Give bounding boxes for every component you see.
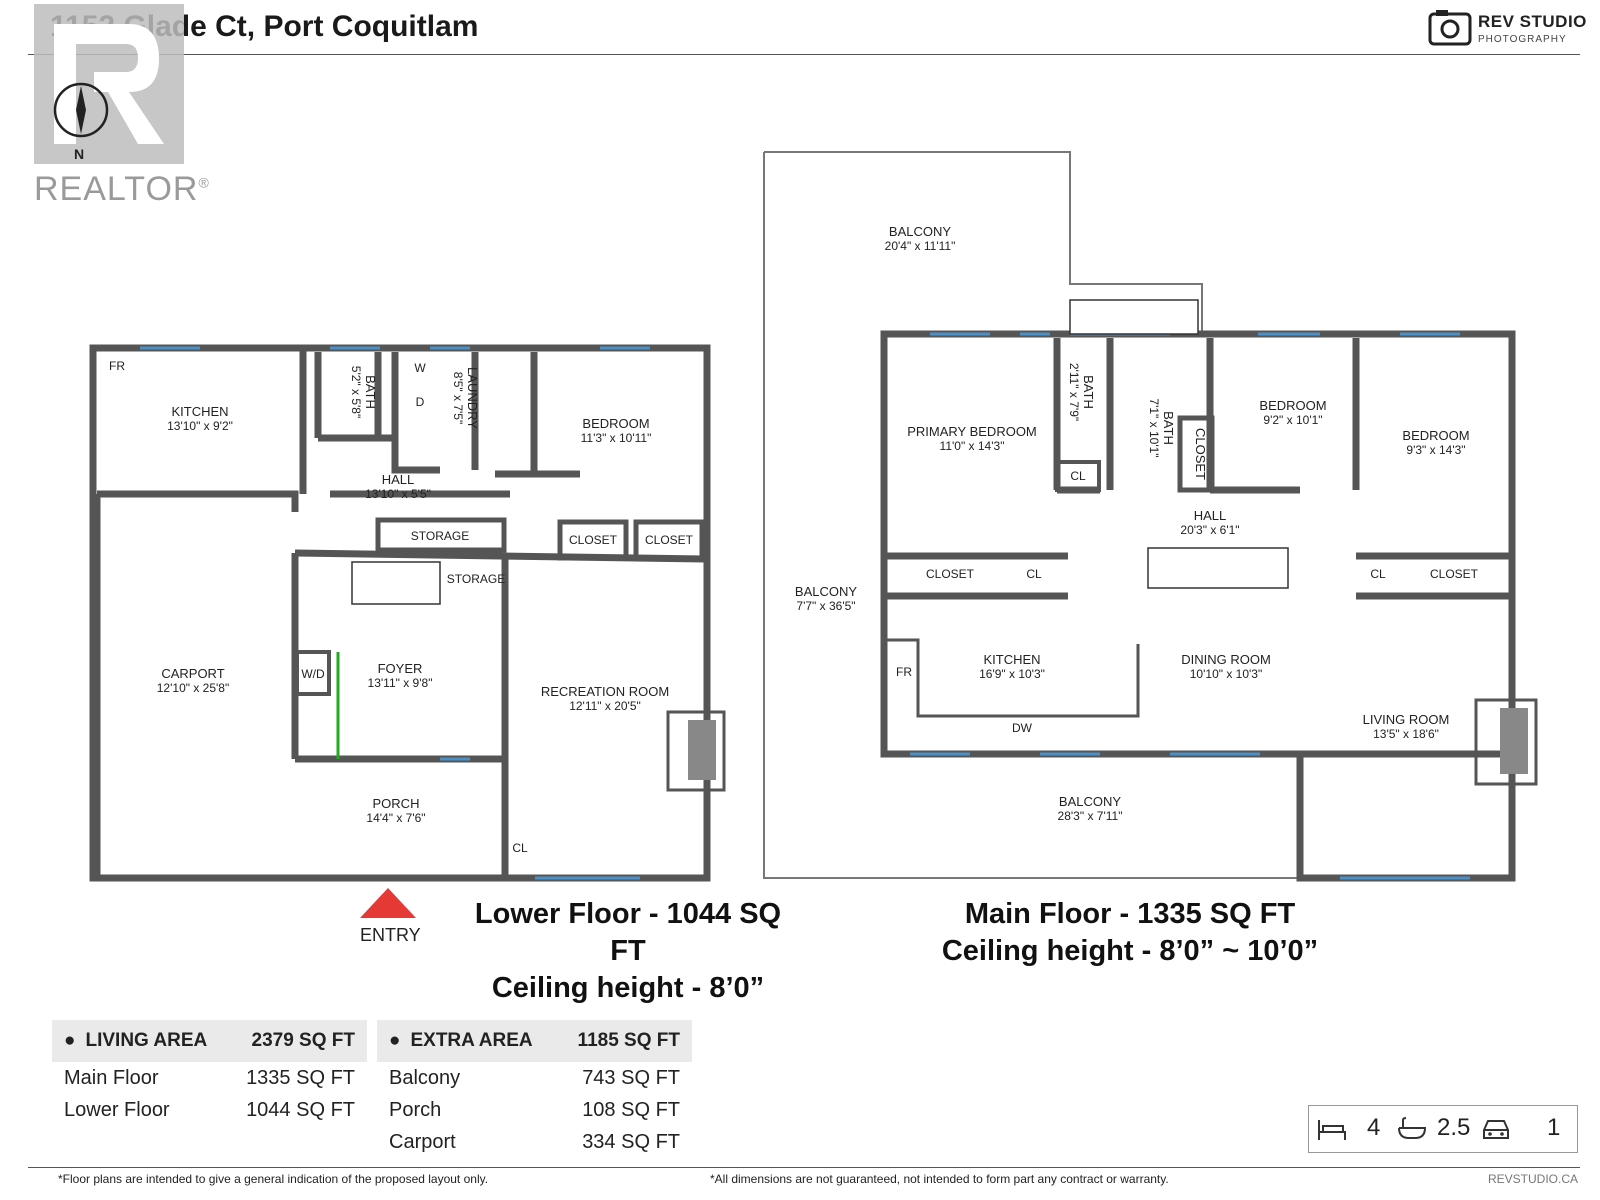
realtor-logo: N xyxy=(34,4,184,164)
room-label: 13'5" x 18'6" xyxy=(1373,727,1439,741)
room-label: CL xyxy=(1070,469,1086,483)
entry-arrow-icon xyxy=(360,888,416,918)
footer-divider xyxy=(28,1167,1580,1168)
room-label: CLOSET xyxy=(569,533,618,547)
room-label: HALL xyxy=(382,472,415,487)
room-label: CLOSET xyxy=(645,533,694,547)
room-label: FR xyxy=(896,665,912,679)
room-label: 20'3" x 6'1" xyxy=(1180,523,1239,537)
living-area-header: ● LIVING AREA 2379 SQ FT xyxy=(52,1020,367,1062)
room-label: BEDROOM xyxy=(1402,428,1469,443)
room-label: 13'10" x 9'2" xyxy=(167,419,233,433)
table-row: Main Floor 1335 SQ FT xyxy=(64,1066,355,1089)
room-label: BALCONY xyxy=(795,584,857,599)
bed-icon xyxy=(1318,1120,1346,1140)
room-label: 13'10" x 5'5" xyxy=(365,487,431,501)
lower-floor-ceiling: Ceiling height - 8’0” xyxy=(491,972,765,1004)
room-label: BALCONY xyxy=(1059,794,1121,809)
extra-area-header: ● EXTRA AREA 1185 SQ FT xyxy=(377,1020,692,1062)
compass-icon xyxy=(53,82,109,138)
bathtub-icon xyxy=(1398,1117,1427,1139)
table-row: Porch 108 SQ FT xyxy=(389,1098,680,1121)
room-label: 9'3" x 14'3" xyxy=(1406,443,1465,457)
room-label: 12'10" x 25'8" xyxy=(157,681,230,695)
room-label: 12'11" x 20'5" xyxy=(569,699,641,713)
table-row: Lower Floor 1044 SQ FT xyxy=(64,1098,355,1121)
room-label: FR xyxy=(109,359,125,373)
room-label: 28'3" x 7'11" xyxy=(1058,809,1123,823)
room-label: 11'3" x 10'11" xyxy=(581,431,652,445)
room-label: HALL xyxy=(1194,508,1227,523)
room-label: 11'0" x 14'3" xyxy=(940,439,1005,453)
beds-count: 4 xyxy=(1367,1114,1381,1141)
table-row: Carport 334 SQ FT xyxy=(389,1130,680,1153)
compass-label: N xyxy=(74,146,84,162)
room-label: 9'2" x 10'1" xyxy=(1263,413,1322,427)
room-label: PORCH xyxy=(373,796,420,811)
room-label: 13'11" x 9'8" xyxy=(368,676,433,690)
footer-website: REVSTUDIO.CA xyxy=(1488,1172,1579,1186)
extra-area-table: ● EXTRA AREA 1185 SQ FT Balcony 743 SQ F… xyxy=(377,1020,692,1158)
living-area-table: ● LIVING AREA 2379 SQ FT Main Floor 1335… xyxy=(52,1020,367,1126)
room-label: LAUNDRY xyxy=(465,367,480,429)
room-label: BEDROOM xyxy=(1259,398,1326,413)
room-label: CARPORT xyxy=(161,666,224,681)
room-label: 14'4" x 7'6" xyxy=(366,811,425,825)
room-label: BATH xyxy=(1081,375,1096,409)
room-label: 16'9" x 10'3" xyxy=(979,667,1045,681)
room-label: LIVING ROOM xyxy=(1363,712,1450,727)
entry-label: ENTRY xyxy=(360,925,421,945)
room-label: FOYER xyxy=(378,661,423,676)
brand-subtitle: PHOTOGRAPHY xyxy=(1478,34,1567,45)
room-label: CLOSET xyxy=(926,567,975,581)
room-label: 10'10" x 10'3" xyxy=(1190,667,1263,681)
room-label: DINING ROOM xyxy=(1181,652,1271,667)
parking-count: 1 xyxy=(1547,1114,1561,1141)
brand-name: REV STUDIO xyxy=(1478,12,1587,31)
main-floor-ceiling: Ceiling height - 8’0” ~ 10’0” xyxy=(941,935,1319,967)
room-label: CLOSET xyxy=(1430,567,1479,581)
car-icon xyxy=(1483,1120,1509,1139)
room-label: 5'2" x 5'8" xyxy=(349,366,363,418)
property-stats: 4 2.5 1 xyxy=(1308,1105,1578,1153)
room-label: 7'1" x 10'1" xyxy=(1147,398,1161,457)
room-label: CLOSET xyxy=(1193,428,1208,480)
header-divider xyxy=(28,54,1580,55)
lower-floor-caption: Lower Floor - 1044 SQ FT Ceiling height … xyxy=(458,896,798,1007)
footer-disclaimer-center: *All dimensions are not guaranteed, not … xyxy=(710,1172,1169,1186)
room-label: W xyxy=(414,361,426,375)
lower-floor-area: Lower Floor - 1044 SQ FT xyxy=(474,898,782,967)
room-label: 20'4" x 11'11" xyxy=(885,239,956,253)
main-floor-area: Main Floor - 1335 SQ FT xyxy=(964,898,1296,930)
room-label: D xyxy=(416,395,425,409)
room-label: W/D xyxy=(301,667,325,681)
room-label: STORAGE xyxy=(447,572,505,586)
room-label: KITCHEN xyxy=(171,404,228,419)
footer-disclaimer-left: *Floor plans are intended to give a gene… xyxy=(58,1172,489,1186)
room-label: CL xyxy=(1026,567,1042,581)
room-label: BATH xyxy=(363,375,378,409)
room-label: 7'7" x 36'5" xyxy=(796,599,855,613)
room-label: BALCONY xyxy=(889,224,951,239)
table-row: Balcony 743 SQ FT xyxy=(389,1066,680,1089)
main-floor-caption: Main Floor - 1335 SQ FT Ceiling height -… xyxy=(930,896,1330,970)
room-label: PRIMARY BEDROOM xyxy=(907,424,1037,439)
room-label: 2'11" x 7'9" xyxy=(1067,363,1081,421)
room-label: BEDROOM xyxy=(582,416,649,431)
camera-logo-icon xyxy=(1428,10,1472,46)
main-floor-outline xyxy=(880,330,1516,758)
room-label: RECREATION ROOM xyxy=(541,684,669,699)
lower-floor-outline xyxy=(89,344,711,882)
room-label: BATH xyxy=(1161,411,1176,445)
room-label: CL xyxy=(1370,567,1386,581)
room-label: DW xyxy=(1012,721,1033,735)
room-label: CL xyxy=(512,841,528,855)
realtor-wordmark: REALTOR® xyxy=(34,170,210,208)
room-label: STORAGE xyxy=(411,529,469,543)
baths-count: 2.5 xyxy=(1437,1114,1471,1141)
room-label: KITCHEN xyxy=(983,652,1040,667)
room-label: 8'5" x 7'5" xyxy=(451,372,465,424)
